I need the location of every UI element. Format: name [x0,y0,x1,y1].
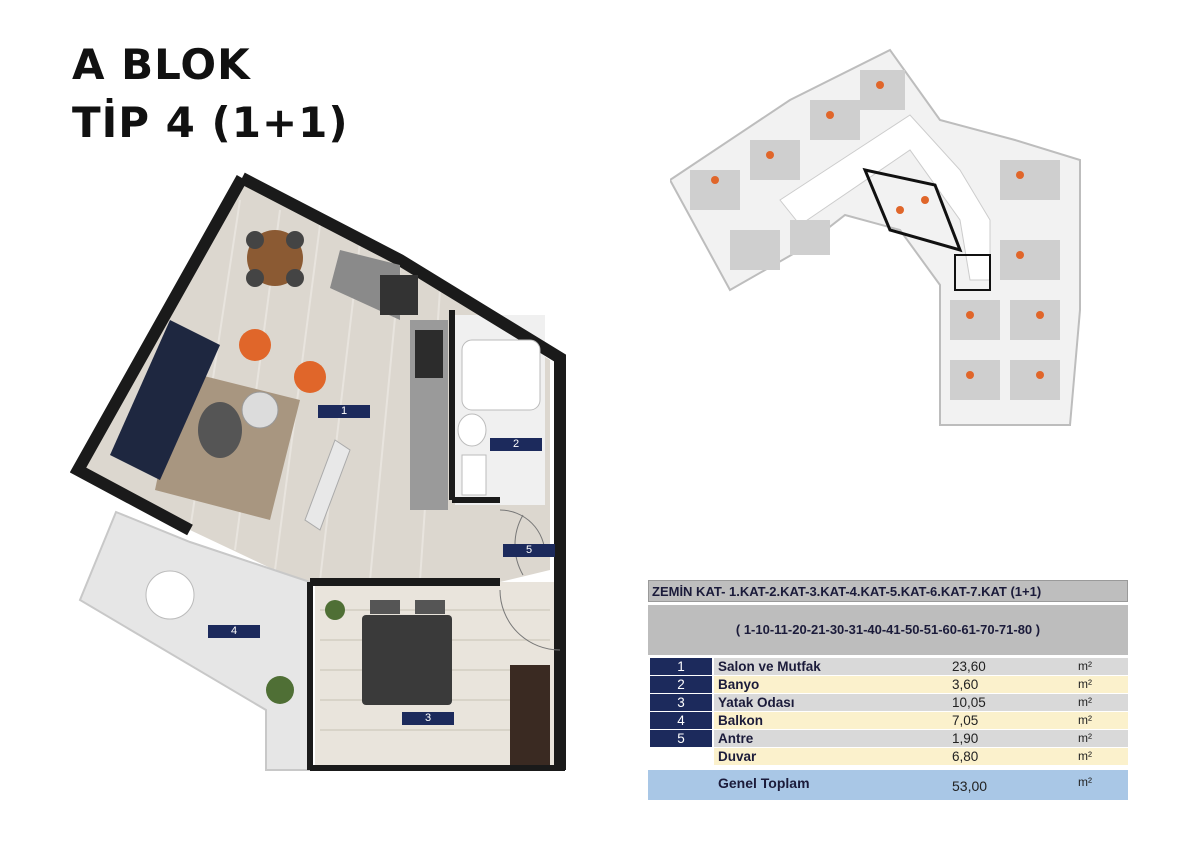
area-table: ZEMİN KAT- 1.KAT-2.KAT-3.KAT-4.KAT-5.KAT… [648,580,1128,800]
area-unit: m² [1078,695,1092,709]
row-band [714,676,1128,693]
type-title: TİP 4 (1+1) [72,98,349,147]
key-plan [670,48,1081,426]
block-title: A BLOK [72,40,251,89]
room-label-4: 4 [208,625,260,638]
room-area: 23,60 [952,659,986,674]
area-unit: m² [1078,749,1092,763]
room-area: 1,90 [952,731,979,746]
row-number: 4 [650,712,712,729]
units-header: ( 1-10-11-20-21-30-31-40-41-50-51-60-61-… [648,605,1128,655]
room-label-5: 5 [503,544,555,557]
row-band [714,748,1128,765]
room-name: Duvar [718,749,757,764]
area-row: 4 Balkon 7,05 m² [648,712,1128,730]
room-name: Salon ve Mutfak [718,659,821,674]
row-band [714,730,1128,747]
row-number: 3 [650,694,712,711]
room-area: 7,05 [952,713,979,728]
row-number: 2 [650,676,712,693]
room-name: Antre [718,731,754,746]
area-unit: m² [1078,713,1092,727]
row-number: 1 [650,658,712,675]
room-area: 3,60 [952,677,979,692]
room-area: 6,80 [952,749,979,764]
row-band [714,658,1128,675]
room-name: Yatak Odası [718,695,795,710]
row-band [714,694,1128,711]
total-area: 53,00 [952,778,988,794]
room-label-3: 3 [402,712,454,725]
room-name: Balkon [718,713,764,728]
floor-plan [70,172,566,771]
total-unit: m² [1078,775,1092,789]
area-row: 3 Yatak Odası 10,05 m² [648,694,1128,712]
floors-header: ZEMİN KAT- 1.KAT-2.KAT-3.KAT-4.KAT-5.KAT… [648,580,1128,602]
room-area: 10,05 [952,695,986,710]
row-number: 5 [650,730,712,747]
room-name: Banyo [718,677,760,692]
area-row: 5 Antre 1,90 m² [648,730,1128,748]
area-unit: m² [1078,731,1092,745]
room-label-1: 1 [318,405,370,418]
area-rows: 1 Salon ve Mutfak 23,60 m² 2 Banyo 3,60 m² 3 Yata… [648,658,1128,766]
area-unit: m² [1078,677,1092,691]
area-row: 2 Banyo 3,60 m² [648,676,1128,694]
area-row: 1 Salon ve Mutfak 23,60 m² [648,658,1128,676]
area-unit: m² [1078,659,1092,673]
total-label: Genel Toplam [718,775,810,791]
total-row: Genel Toplam 53,00 m² [648,770,1128,800]
row-band [714,712,1128,729]
room-label-2: 2 [490,438,542,451]
area-row: Duvar 6,80 m² [648,748,1128,766]
